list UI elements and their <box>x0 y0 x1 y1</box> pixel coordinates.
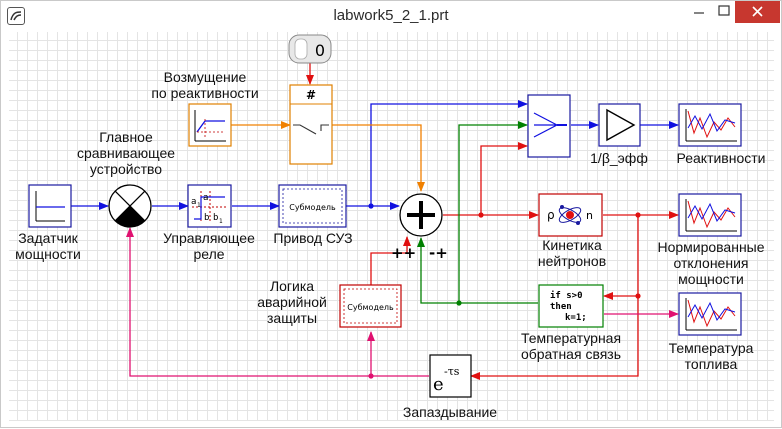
junction-dot <box>478 212 484 218</box>
link-summator-mux <box>480 142 528 215</box>
feedback-code-line: k=1; <box>565 313 587 323</box>
reactivity-label: Реактивности <box>676 150 766 166</box>
delay-block[interactable]: e -τs <box>429 354 472 398</box>
submodel-text: Субмодель <box>347 303 394 312</box>
relay-glyph: a <box>203 193 208 203</box>
beta-label: 1/β_эфф <box>590 150 648 166</box>
relay-glyph: a <box>191 197 196 207</box>
temp-feedback-block[interactable]: if s>0 then k=1; <box>538 284 604 328</box>
link-delay-comparator <box>126 227 429 377</box>
beta-gain-block[interactable] <box>598 103 641 147</box>
summator-signs-right: -+ <box>429 244 448 262</box>
minimize-button[interactable] <box>685 1 713 23</box>
junction-dot <box>635 293 641 299</box>
feedback-code-line: then <box>550 302 572 312</box>
junction-dot <box>368 373 374 379</box>
delay-base: e <box>433 374 444 395</box>
junction-dot <box>635 212 641 218</box>
disturbance-block[interactable] <box>188 103 232 147</box>
close-button[interactable] <box>735 1 780 23</box>
comparator-block[interactable] <box>108 184 152 228</box>
relay-glyph: 1 <box>219 218 223 225</box>
relay-glyph: 1 <box>197 202 201 209</box>
switch-block[interactable]: # <box>289 84 333 165</box>
reactivity-scope[interactable] <box>678 103 742 147</box>
power-scope[interactable] <box>678 193 742 237</box>
submodel-text: Субмодель <box>289 203 336 212</box>
kinetics-block[interactable]: ρ n <box>538 193 603 237</box>
junction-dot <box>368 203 374 209</box>
title-bar: labwork5_2_1.prt <box>1 1 781 31</box>
switch-symbol: # <box>306 88 316 102</box>
constant-block[interactable]: 0 <box>288 34 332 64</box>
relay-block[interactable]: a 1 a b b 1 <box>187 184 232 228</box>
link-feedback-summator <box>417 237 538 304</box>
junction-dot <box>456 300 462 306</box>
link-feedback-mux <box>458 121 528 303</box>
logic-submodel-block[interactable]: Субмодель <box>339 284 402 328</box>
maximize-button[interactable] <box>713 1 741 23</box>
app-icon <box>7 7 25 25</box>
link-kinetics-delay <box>470 296 639 380</box>
link-switch-summator <box>332 124 425 192</box>
feedback-code-line: if s>0 <box>550 290 583 301</box>
kinetics-glyph: n <box>586 209 593 222</box>
link-drive-mux <box>370 100 528 206</box>
link-logic-summator <box>370 236 411 287</box>
setpoint-block[interactable] <box>28 184 72 228</box>
constant-value: 0 <box>315 41 325 60</box>
summator-block[interactable] <box>399 193 443 237</box>
connections <box>71 63 679 380</box>
delay-label: Запаздывание <box>402 404 498 420</box>
drive-label: Привод СУЗ <box>273 230 353 246</box>
drive-submodel-block[interactable]: Субмодель <box>278 184 347 228</box>
mux-block[interactable] <box>527 94 571 158</box>
atom-icon <box>558 205 582 225</box>
window-title: labwork5_2_1.prt <box>333 7 449 24</box>
fuel-temp-scope[interactable] <box>678 292 742 336</box>
relay-glyph: b <box>213 213 218 223</box>
kinetics-glyph: ρ <box>547 208 555 222</box>
delay-exponent: -τs <box>444 365 460 378</box>
summator-signs-left: ++ <box>391 244 416 262</box>
relay-glyph: b <box>204 213 209 223</box>
